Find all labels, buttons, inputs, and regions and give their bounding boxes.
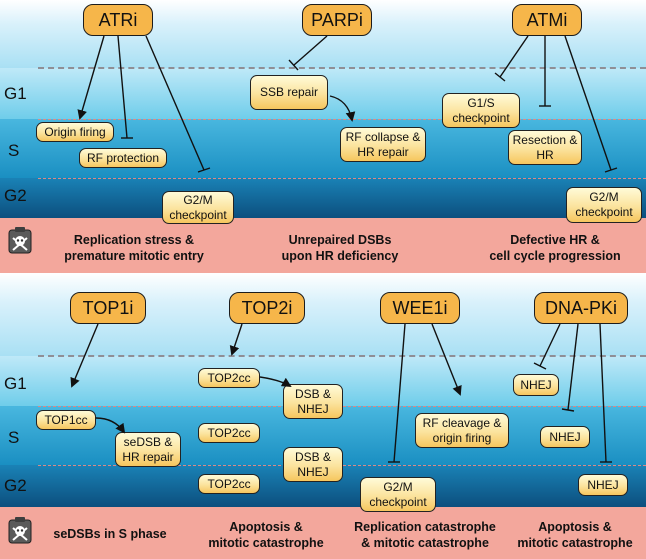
atri-label: ATRi xyxy=(83,4,153,36)
top2cc-box: TOP2cc xyxy=(198,368,260,388)
activation-arrow xyxy=(70,323,99,388)
activation-arrow xyxy=(431,323,462,396)
outcome-atri: Replication stress & premature mitotic e… xyxy=(64,233,204,263)
inhibition-line xyxy=(499,35,529,78)
nhej-box: NHEJ xyxy=(578,474,628,496)
activation-arrow xyxy=(95,417,126,434)
sedsb-hr-repair-box: seDSB & HR repair xyxy=(115,432,181,467)
inhibition-line xyxy=(393,323,406,463)
inhibition-bar xyxy=(604,167,618,173)
nhej-box: NHEJ xyxy=(540,426,590,448)
phase-divider xyxy=(38,178,646,179)
g2-band xyxy=(0,178,646,218)
skull-crossbones-icon xyxy=(8,517,32,544)
atmi-label: ATMi xyxy=(512,4,582,36)
nhej-box: NHEJ xyxy=(513,374,559,396)
activation-arrow xyxy=(259,376,292,388)
top2cc-box: TOP2cc xyxy=(198,423,260,443)
top1cc-box: TOP1cc xyxy=(36,410,96,430)
rf-cleavage-box: RF cleavage & origin firing xyxy=(415,413,509,448)
inhibition-bar xyxy=(288,59,299,71)
outcome-band xyxy=(0,218,646,273)
inhibition-line xyxy=(293,35,328,66)
activation-arrow xyxy=(329,95,356,122)
phase-divider xyxy=(38,67,646,69)
inhibition-line xyxy=(539,323,561,367)
skull-crossbones-icon xyxy=(8,227,32,254)
inhibition-bar xyxy=(494,72,506,82)
top2cc-box: TOP2cc xyxy=(198,474,260,494)
outcome-top2i: Apoptosis & mitotic catastrophe xyxy=(208,520,324,550)
inhibition-line xyxy=(564,35,612,171)
inhibition-bar xyxy=(561,408,575,412)
phase-label-s: S xyxy=(8,428,20,447)
phase-label-g1: G1 xyxy=(4,84,27,103)
activation-arrow xyxy=(77,35,105,120)
dsb-nhej-box: DSB & NHEJ xyxy=(283,384,343,419)
g1s-checkpoint-box: G1/S checkpoint xyxy=(442,93,520,128)
phase-label-g1: G1 xyxy=(4,374,27,393)
outcome-band xyxy=(0,507,646,559)
dsb-nhej-box: DSB & NHEJ xyxy=(283,447,343,482)
g2m-checkpoint-box: G2/M checkpoint xyxy=(566,187,642,223)
outcome-top1i: seDSBs in S phase xyxy=(53,527,167,541)
resection-hr-box: Resection & HR xyxy=(508,130,582,165)
origin-firing-box: Origin firing xyxy=(36,122,114,142)
g2m-checkpoint-box: G2/M checkpoint xyxy=(360,477,436,512)
outcome-parpi: Unrepaired DSBs upon HR deficiency xyxy=(281,233,399,263)
wee1i-label: WEE1i xyxy=(380,292,460,324)
outcome-dnapki: Apoptosis & mitotic catastrophe xyxy=(517,520,633,550)
phase-divider xyxy=(38,119,646,120)
inhibition-bar xyxy=(197,167,211,173)
top1i-label: TOP1i xyxy=(70,292,146,324)
inhibition-line xyxy=(567,323,579,411)
g2m-checkpoint-box: G2/M checkpoint xyxy=(162,191,234,224)
phase-label-s: S xyxy=(8,141,20,160)
dnapki-label: DNA-PKi xyxy=(534,292,628,324)
ssb-repair-box: SSB repair xyxy=(250,75,328,110)
outcome-atmi: Defective HR & cell cycle progression xyxy=(489,233,621,263)
phase-divider xyxy=(38,355,646,357)
inhibition-bar xyxy=(533,362,547,370)
rf-protection-box: RF protection xyxy=(79,148,167,168)
rf-collapse-box: RF collapse & HR repair xyxy=(340,127,426,162)
phase-label-g2: G2 xyxy=(4,186,27,205)
inhibition-line xyxy=(599,323,607,463)
inhibition-line xyxy=(117,35,128,139)
inhibition-line xyxy=(145,35,205,171)
phase-label-g2: G2 xyxy=(4,476,27,495)
outcome-wee1i: Replication catastrophe & mitotic catast… xyxy=(354,520,496,550)
activation-arrow xyxy=(229,323,243,356)
top2i-label: TOP2i xyxy=(229,292,305,324)
parpi-label: PARPi xyxy=(302,4,372,36)
